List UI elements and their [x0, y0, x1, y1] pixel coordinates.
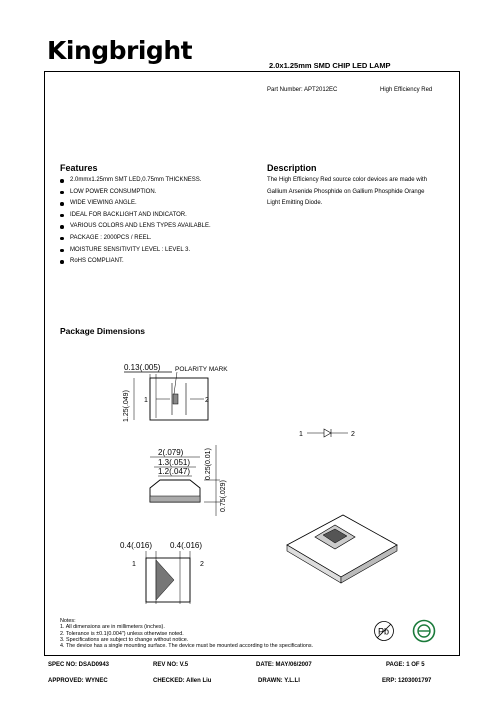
description-line: Light Emitting Diode.	[267, 200, 323, 207]
feature-item: IDEAL FOR BACKLIGHT AND INDICATOR.	[60, 210, 211, 222]
note-line: 4. The device has a single mounting surf…	[60, 643, 314, 650]
spec-number: SPEC NO: DSAD0943	[48, 662, 110, 668]
checked-by: CHECKED: Allen Liu	[153, 678, 212, 684]
note-line: 2. Tolerance is ±0.1(0.004") unless othe…	[60, 630, 184, 637]
approved-by: APPROVED: WYNEC	[48, 678, 108, 684]
document-title: 2.0x1.25mm SMD CHIP LED LAMP	[269, 61, 391, 70]
dim-pad-span: 1.3(.051)	[158, 458, 190, 467]
drawn-by: DRAWN: Y.L.LI	[258, 678, 300, 684]
erp-number: ERP: 1203001797	[382, 678, 432, 684]
bottom-view-drawing: 0.4(.016) 0.4(.016) 1 2	[120, 541, 204, 604]
side-view-drawing: 2(.079) 1.3(.051) 1.2(.047) 0.25(0.01) 0…	[149, 445, 227, 516]
feature-item: VARIOUS COLORS AND LENS TYPES AVAILABLE.	[60, 221, 211, 233]
description-line: The High Efficiency Red source color dev…	[267, 177, 427, 183]
part-color: High Efficiency Red	[380, 87, 433, 93]
description-body: The High Efficiency Red source color dev…	[267, 175, 427, 210]
notes-block: Notes: 1. All dimensions are in millimet…	[60, 618, 313, 649]
brand-logo: Kingbright	[47, 36, 193, 65]
feature-item: WIDE VIEWING ANGLE.	[60, 198, 211, 210]
dim-top-width: 0.13(.005)	[124, 363, 161, 372]
pin1-label-bottom: 1	[132, 561, 136, 568]
pin1-label: 1	[144, 397, 148, 404]
feature-item: LOW POWER CONSUMPTION.	[60, 187, 211, 199]
diode-pin1: 1	[299, 431, 303, 438]
features-list: 2.0mmx1.25mm SMT LED,0.75mm THICKNESS. L…	[60, 175, 211, 268]
top-view-drawing: 0.13(.005) POLARITY MARK 1 2 1.25(.049)	[123, 363, 228, 422]
dim-lens-height: 0.25(0.01)	[205, 448, 212, 480]
pin2-label: 2	[205, 397, 209, 404]
dim-pad-inner: 1.2(.047)	[158, 467, 190, 476]
notes-title: Notes:	[60, 618, 76, 624]
polarity-label: POLARITY MARK	[175, 366, 228, 373]
package-heading: Package Dimensions	[60, 326, 146, 336]
page-number: PAGE: 1 OF 5	[386, 662, 425, 668]
note-line: 1. All dimensions are in millimeters (in…	[60, 624, 165, 631]
dim-height: 1.25(.049)	[123, 390, 130, 422]
part-number: Part Number: APT2012EC	[267, 87, 338, 93]
dim-pad-left: 0.4(.016)	[120, 541, 152, 550]
note-line: 3. Specifications are subject to change …	[60, 636, 189, 643]
pb-free-icon: Pb	[374, 621, 394, 641]
diode-symbol-icon: 1 2	[299, 428, 355, 438]
feature-item: PACKAGE : 2000PCS / REEL.	[60, 233, 211, 245]
dim-thickness: 0.75(.029)	[220, 480, 227, 512]
pin2-label-bottom: 2	[200, 561, 204, 568]
description-line: Gallium Arsenide Phosphide on Gallium Ph…	[267, 188, 425, 195]
dim-length: 2(.079)	[158, 448, 184, 457]
revision-number: REV NO: V.5	[153, 662, 189, 668]
diode-pin2: 2	[351, 431, 355, 438]
spec-frame	[44, 71, 460, 656]
features-heading: Features	[60, 163, 98, 173]
document-date: DATE: MAY/06/2007	[256, 662, 312, 668]
description-heading: Description	[267, 163, 317, 173]
led-3d-view	[286, 514, 398, 584]
dim-pad-right: 0.4(.016)	[170, 541, 202, 550]
rohs-eco-icon	[412, 619, 436, 643]
feature-item: MOISTURE SENSITIVITY LEVEL : LEVEL 3.	[60, 245, 211, 257]
feature-item: 2.0mmx1.25mm SMT LED,0.75mm THICKNESS.	[60, 175, 211, 187]
feature-item: RoHS COMPLIANT.	[60, 256, 211, 268]
